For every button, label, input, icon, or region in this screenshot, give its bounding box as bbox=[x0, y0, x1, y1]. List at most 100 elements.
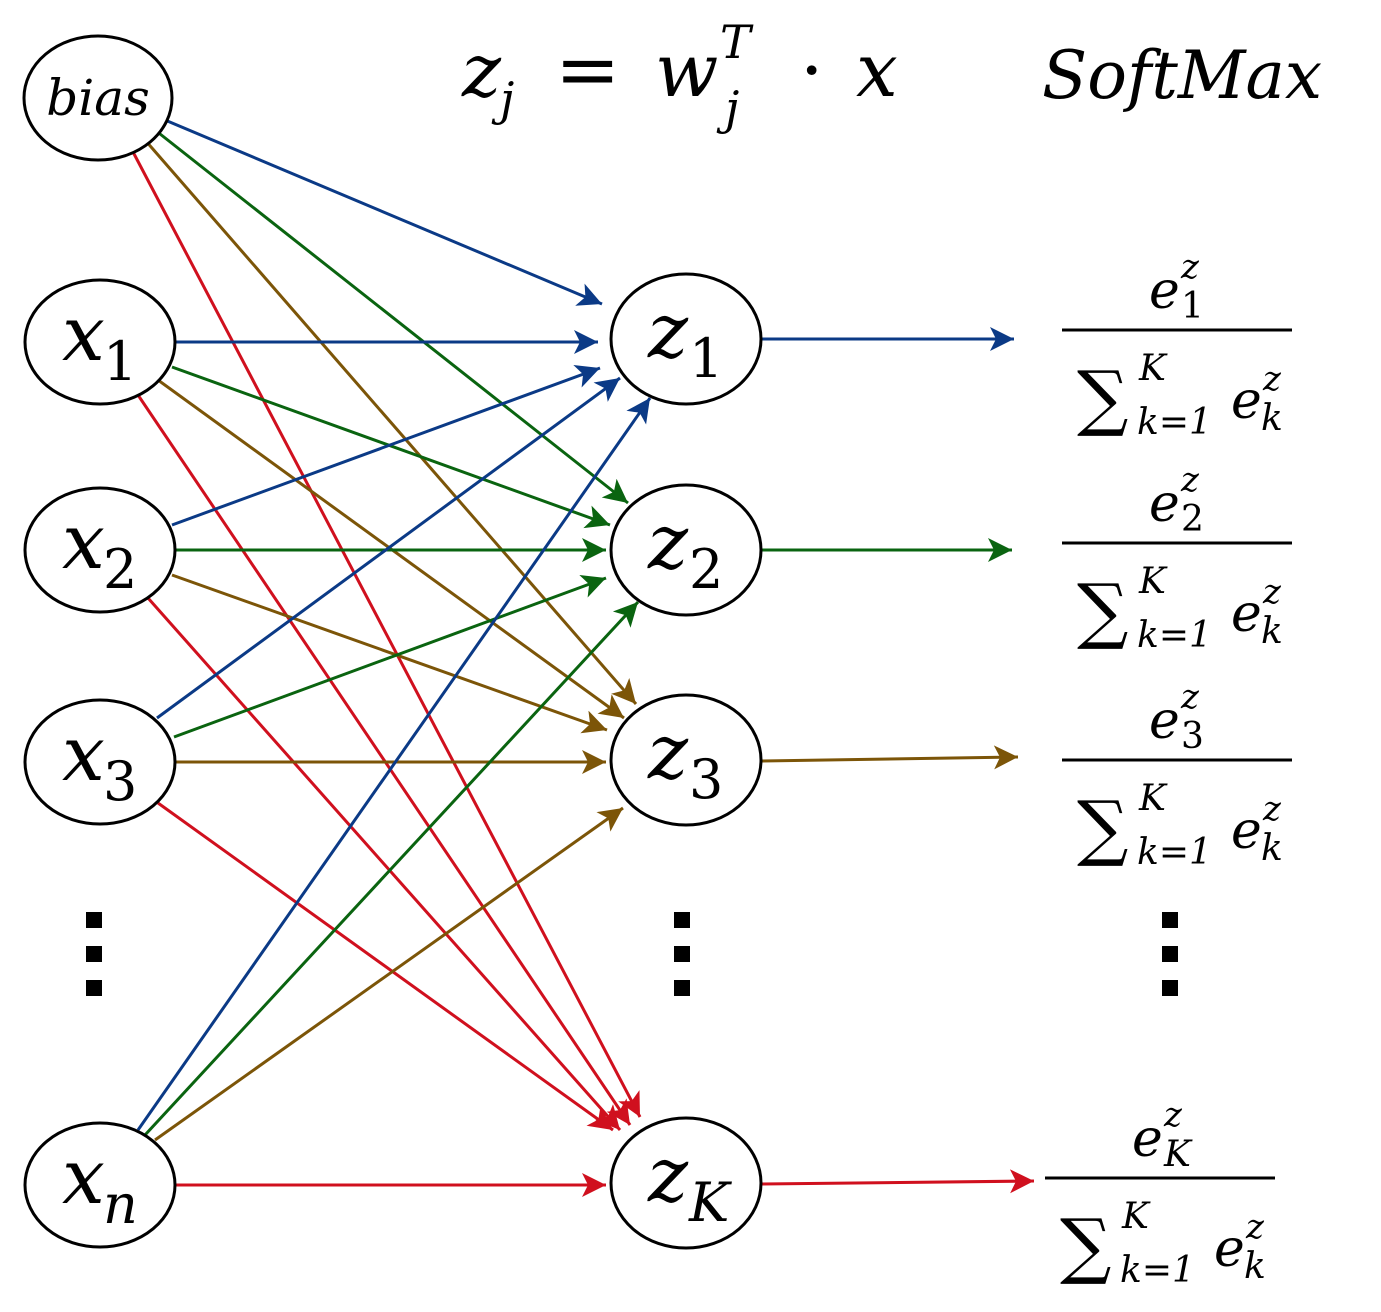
numerator-sup: z bbox=[1180, 677, 1200, 717]
ellipsis-softmax bbox=[1162, 912, 1178, 996]
edge-bias-zK bbox=[130, 149, 642, 1118]
denominator-base: e bbox=[1231, 584, 1262, 644]
output-node-circle bbox=[609, 693, 763, 827]
formula-w-sup: T bbox=[720, 15, 754, 69]
denominator-exp-sub: k bbox=[1244, 1246, 1266, 1287]
edge-bias-z3 bbox=[143, 139, 638, 705]
input-node-xn: xn bbox=[23, 1121, 177, 1249]
denominator-exp-sup: z bbox=[1245, 1207, 1265, 1247]
formula-w-sub: j bbox=[716, 81, 739, 135]
edge-x3-z1 bbox=[156, 376, 621, 720]
edge-x3-zK bbox=[157, 801, 614, 1132]
denominator-sum: ∑ bbox=[1077, 568, 1128, 652]
input-node-circle bbox=[23, 486, 177, 614]
output-node-circle bbox=[609, 272, 763, 406]
node-label: z bbox=[647, 1130, 689, 1219]
denominator-sub: k=1 bbox=[1137, 615, 1212, 656]
denominator-base: e bbox=[1231, 801, 1262, 861]
numerator-sup: z bbox=[1180, 247, 1200, 287]
output-arrow-z3 bbox=[761, 745, 1019, 770]
formula-w: w bbox=[655, 28, 718, 114]
edge-xn-z1 bbox=[136, 397, 652, 1131]
formula: z j = w T j · x bbox=[461, 15, 898, 135]
denominator-exp-sup: z bbox=[1262, 789, 1282, 829]
ellipsis-inputs bbox=[86, 912, 102, 996]
numerator-sub: 1 bbox=[1181, 286, 1204, 327]
denominator-sup: K bbox=[1138, 348, 1168, 389]
edge-x2-z1 bbox=[171, 364, 601, 527]
numerator-sup: z bbox=[1163, 1095, 1183, 1135]
edge-xn-z3 bbox=[154, 806, 624, 1142]
denominator-exp-sub: k bbox=[1261, 828, 1283, 869]
edge-bias-z1 bbox=[164, 118, 603, 306]
softmax-title: SoftMax bbox=[1042, 37, 1322, 114]
numerator-sub: 3 bbox=[1181, 716, 1204, 757]
ellipsis-outputs bbox=[674, 912, 690, 996]
node-subscript: 1 bbox=[103, 330, 137, 393]
numerator-sub: 2 bbox=[1181, 499, 1204, 540]
node-subscript: n bbox=[103, 1173, 138, 1236]
input-node-x3: x3 bbox=[23, 698, 177, 826]
output-node-circle bbox=[609, 1116, 763, 1250]
node-subscript: 2 bbox=[103, 538, 137, 601]
denominator-sub: k=1 bbox=[1137, 832, 1212, 873]
numerator-base: e bbox=[1149, 261, 1180, 321]
numerator-sub: K bbox=[1163, 1134, 1193, 1175]
edge-xn-z2 bbox=[143, 600, 640, 1137]
node-label: z bbox=[647, 286, 689, 375]
input-node-bias: bias bbox=[22, 34, 174, 162]
denominator-base: e bbox=[1231, 371, 1262, 431]
denominator-sum: ∑ bbox=[1077, 355, 1128, 439]
denominator-sup: K bbox=[1138, 561, 1168, 602]
denominator-sub: k=1 bbox=[1137, 402, 1212, 443]
output-node-circle bbox=[609, 483, 763, 617]
node-label: x bbox=[62, 497, 105, 586]
edge-x1-zK bbox=[136, 394, 632, 1126]
formula-equals: = bbox=[555, 25, 620, 115]
edge-x2-z3 bbox=[171, 573, 608, 734]
denominator-sum: ∑ bbox=[1077, 785, 1128, 869]
input-node-circle bbox=[23, 698, 177, 826]
formula-x: x bbox=[856, 28, 898, 114]
input-node-circle bbox=[23, 1121, 177, 1249]
node-label: z bbox=[647, 497, 689, 586]
node-subscript: K bbox=[688, 1171, 732, 1234]
output-arrows bbox=[761, 327, 1035, 1194]
node-subscript: 3 bbox=[103, 750, 137, 813]
denominator-sup: K bbox=[1121, 1196, 1151, 1237]
denominator-exp-sub: k bbox=[1261, 611, 1283, 652]
input-node-x2: x2 bbox=[23, 486, 177, 614]
denominator-exp-sup: z bbox=[1262, 359, 1282, 399]
edge-x3-z2 bbox=[173, 575, 607, 739]
edge-bias-z2 bbox=[154, 128, 629, 505]
formula-dot: · bbox=[800, 28, 824, 114]
output-arrow-zK bbox=[761, 1169, 1035, 1194]
formula-z: z bbox=[461, 28, 502, 114]
edges bbox=[130, 118, 652, 1197]
node-subscript: 1 bbox=[689, 327, 723, 390]
input-node-circle bbox=[22, 34, 174, 162]
input-node-circle bbox=[23, 278, 177, 406]
denominator-sup: K bbox=[1138, 778, 1168, 819]
input-node-x1: x1 bbox=[23, 278, 177, 406]
node-label: x bbox=[62, 1132, 105, 1221]
node-label: bias bbox=[46, 69, 149, 127]
numerator-base: e bbox=[1132, 1109, 1163, 1169]
node-subscript: 2 bbox=[689, 538, 723, 601]
numerator-sup: z bbox=[1180, 460, 1200, 500]
node-label: z bbox=[647, 707, 689, 796]
denominator-exp-sup: z bbox=[1262, 572, 1282, 612]
denominator-sub: k=1 bbox=[1120, 1250, 1195, 1291]
node-label: x bbox=[62, 709, 105, 798]
denominator-base: e bbox=[1214, 1219, 1245, 1279]
